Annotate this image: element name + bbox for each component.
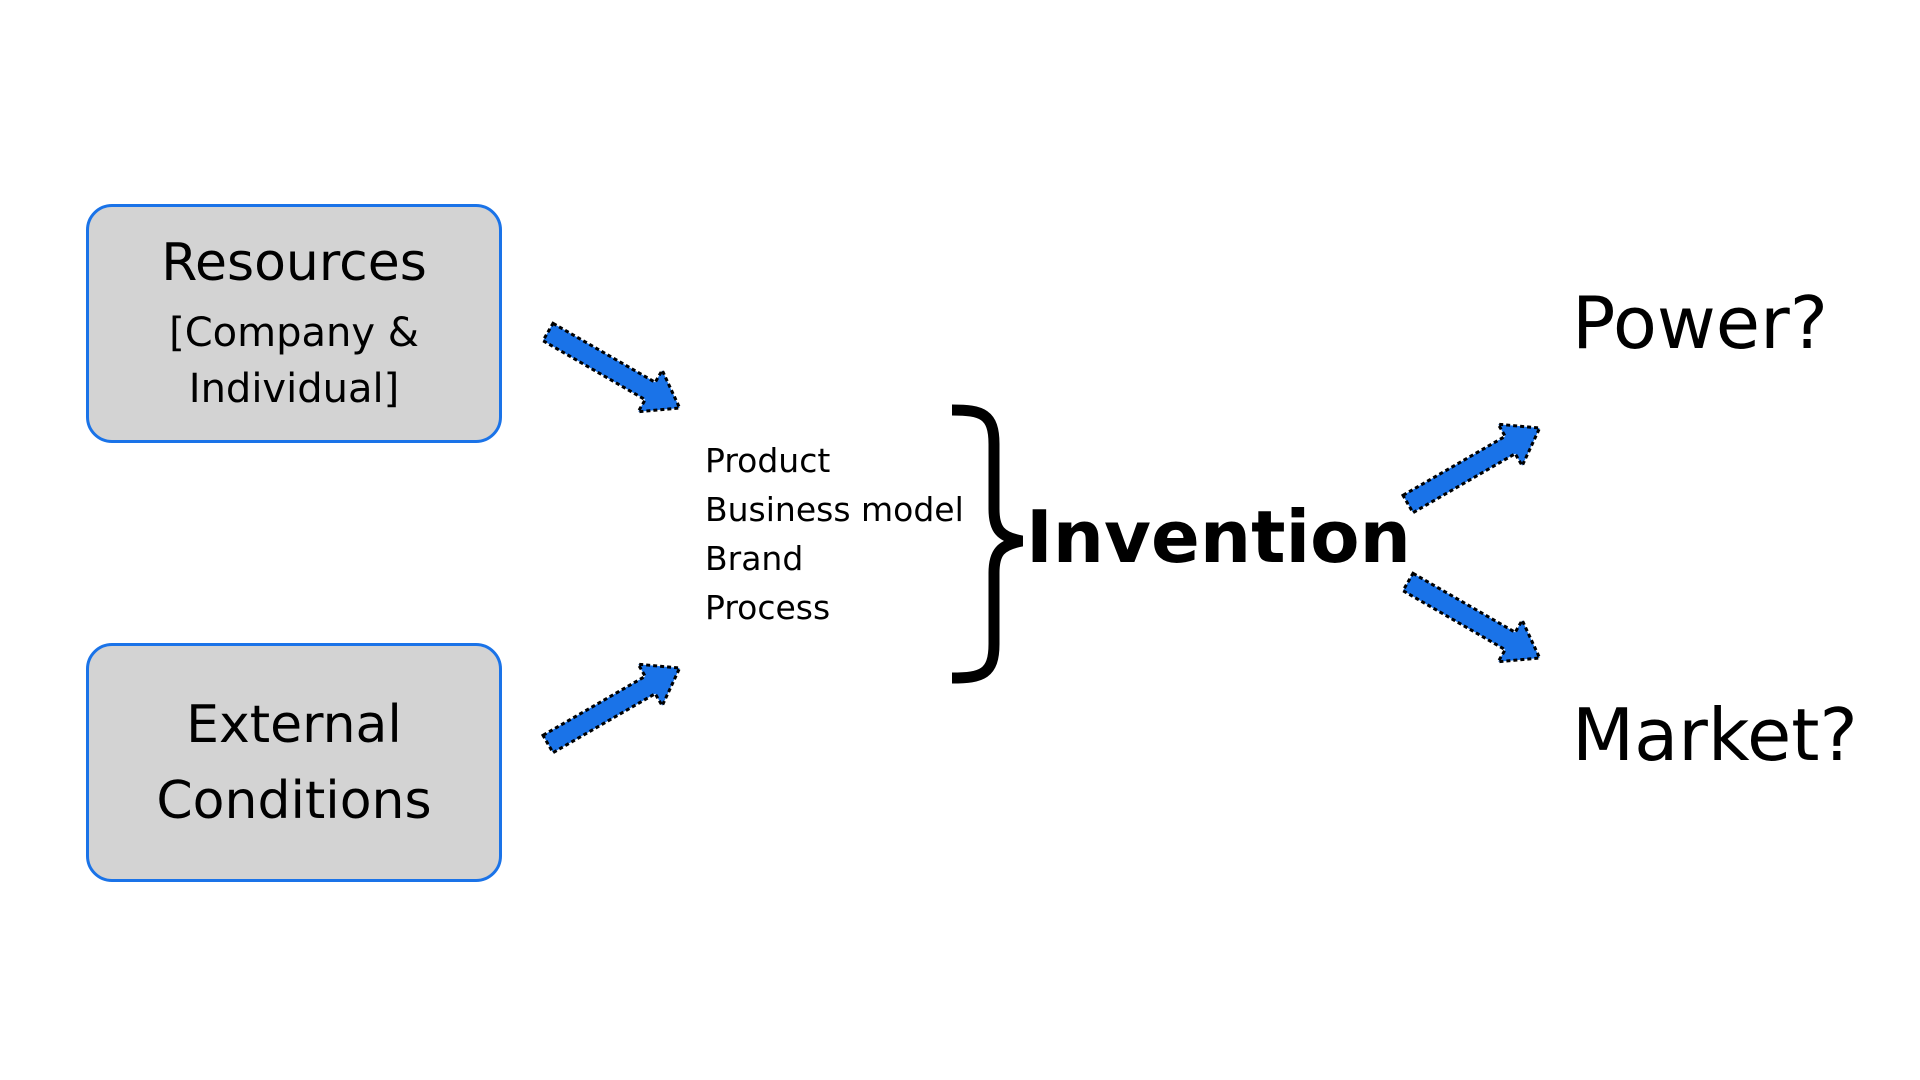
invention-label: Invention (1026, 495, 1411, 579)
invention-type-brand: Brand (705, 539, 804, 578)
invention-type-business-model: Business model (705, 490, 964, 529)
resources-subtitle-line2: Individual] (188, 365, 400, 412)
external-conditions-title: External Conditions (156, 694, 432, 831)
resources-title: Resources (161, 232, 427, 293)
arrow-invention-to-market-icon (1400, 571, 1542, 664)
arrow-invention-to-power-icon (1400, 422, 1542, 515)
invention-types-list: Product Business model Brand Process (705, 436, 964, 632)
resources-box: Resources [Company & Individual] (86, 204, 502, 443)
invention-type-product: Product (705, 441, 831, 480)
outcome-power: Power? (1572, 281, 1828, 365)
external-conditions-box: External Conditions (86, 643, 502, 882)
right-curly-brace-icon (951, 404, 1024, 684)
arrow-resources-to-invention-icon (540, 321, 682, 414)
resources-subtitle-line1: [Company & (169, 309, 419, 356)
outcome-market: Market? (1572, 693, 1858, 777)
arrow-external-to-invention-icon (540, 662, 682, 755)
invention-type-process: Process (705, 588, 831, 627)
